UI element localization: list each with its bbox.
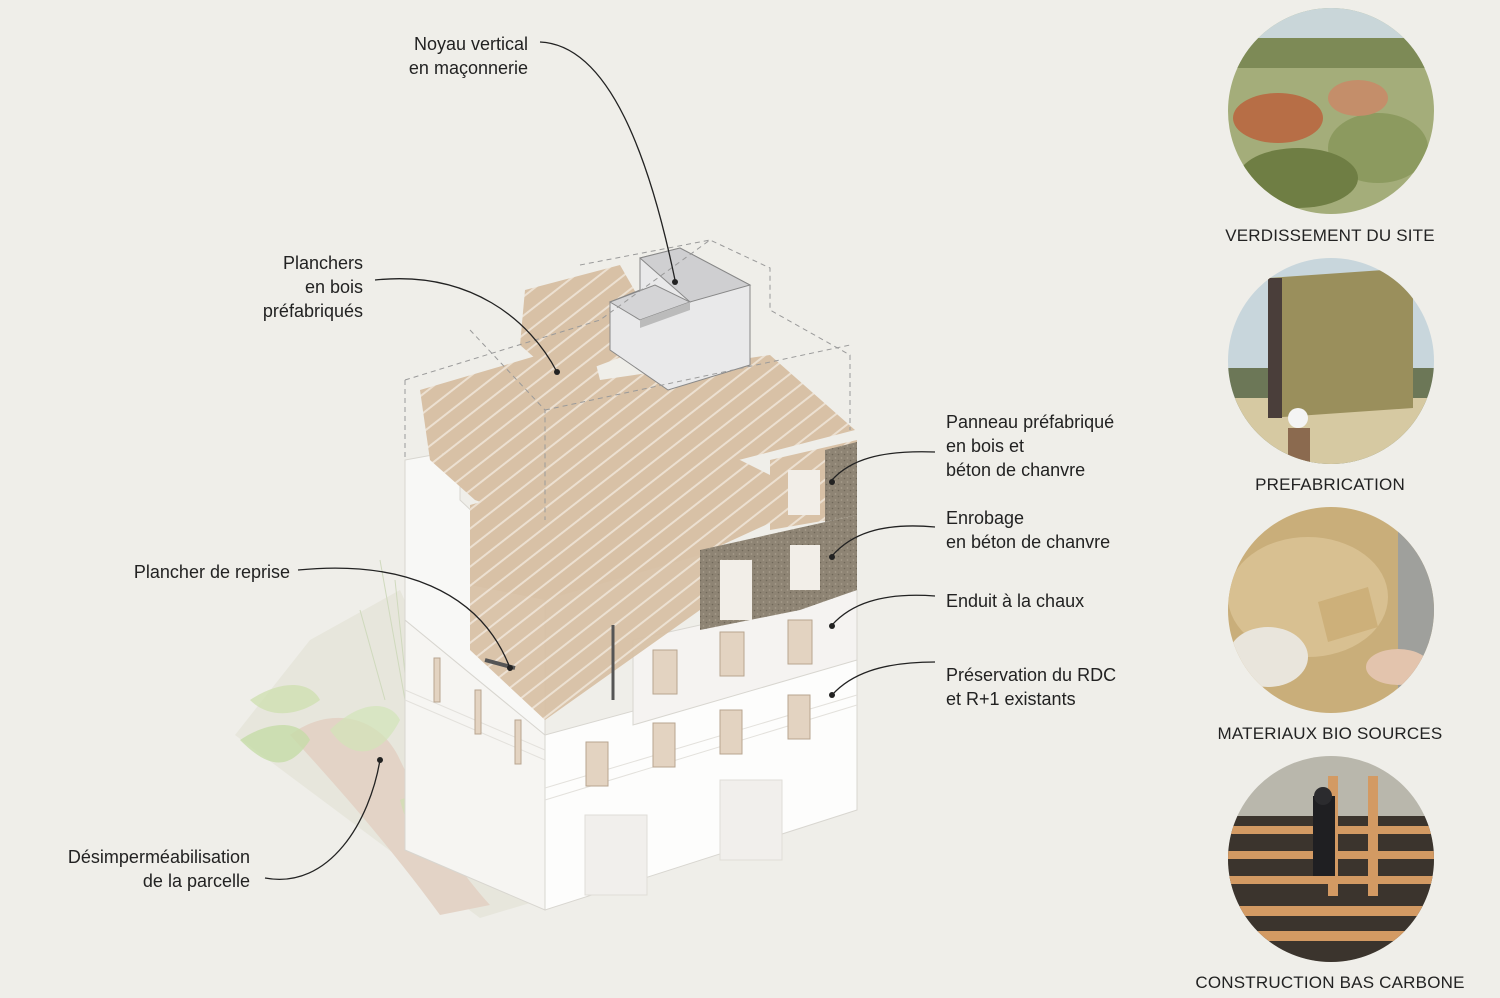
leader-lines [264,41,936,880]
label-enduit: Enduit à la chaux [946,591,1085,611]
caption-construction: CONSTRUCTION BAS CARBONE [1195,973,1465,992]
timber-frame-photo [1228,756,1434,962]
caption-materiaux: MATERIAUX BIO SOURCES [1217,724,1443,743]
label-noyau-vertical: Noyau vertical en maçonnerie [408,34,528,78]
plaster-trowel-photo [1228,507,1434,713]
timber-floors [420,265,855,720]
label-preservation: Préservation du RDC et R+1 existants [946,665,1117,709]
caption-prefabrication: PREFABRICATION [1255,475,1405,494]
dashed-outlines [404,239,851,520]
hemp-panels [700,440,857,630]
label-desimpermeabilisation: Désimperméabilisation de la parcelle [67,847,250,891]
label-enrobage: Enrobage en béton de chanvre [946,508,1111,552]
existing-floors [404,618,858,911]
masonry-core [608,247,752,391]
label-planchers-bois: Planchers en bois préfabriqués [262,253,363,321]
label-plancher-reprise: Plancher de reprise [133,562,290,582]
meadow-photo [1228,8,1434,214]
leader-dots [377,279,835,763]
caption-verdissement: VERDISSEMENT DU SITE [1225,226,1435,245]
crane-panel-photo [1228,258,1434,464]
label-panneau-prefabrique: Panneau préfabriqué en bois et béton de … [946,412,1115,480]
